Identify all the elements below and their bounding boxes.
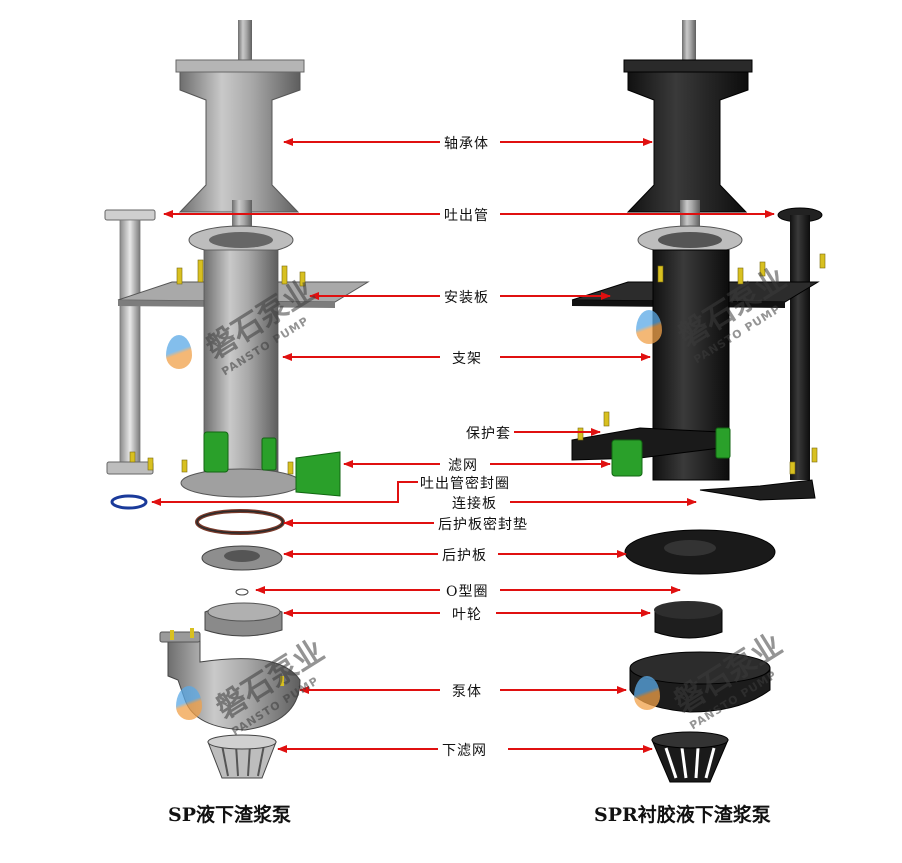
right-pump-assembly bbox=[571, 20, 826, 783]
label-discharge-pipe-seal: 吐出管密封圈 bbox=[418, 473, 512, 493]
label-pump-casing: 泵体 bbox=[450, 681, 484, 701]
label-o-ring: O型圈 bbox=[444, 581, 491, 601]
label-mounting-plate: 安装板 bbox=[442, 287, 491, 307]
label-protective-sleeve: 保护套 bbox=[464, 423, 513, 443]
label-strainer: 滤网 bbox=[446, 455, 480, 475]
label-impeller: 叶轮 bbox=[450, 604, 484, 624]
watermark-logo-icon bbox=[636, 310, 662, 344]
label-lower-strainer: 下滤网 bbox=[440, 740, 489, 760]
arrow-pipe-seal-left bbox=[151, 481, 418, 506]
label-column: 支架 bbox=[450, 348, 484, 368]
watermark-logo-icon bbox=[166, 335, 192, 369]
title-right-pump: SPR衬胶液下渣浆泵 bbox=[594, 804, 771, 826]
watermark-logo-icon bbox=[634, 676, 660, 710]
title-left-pump: SP液下渣浆泵 bbox=[168, 804, 292, 826]
label-back-plate: 后护板 bbox=[440, 545, 489, 565]
leader-arrows bbox=[151, 138, 775, 753]
label-discharge-pipe: 吐出管 bbox=[442, 205, 491, 225]
watermark-logo-icon bbox=[176, 686, 202, 720]
label-back-plate-gasket: 后护板密封垫 bbox=[436, 514, 530, 534]
label-bearing-housing: 轴承体 bbox=[442, 133, 491, 153]
label-connecting-plate: 连接板 bbox=[450, 493, 499, 513]
